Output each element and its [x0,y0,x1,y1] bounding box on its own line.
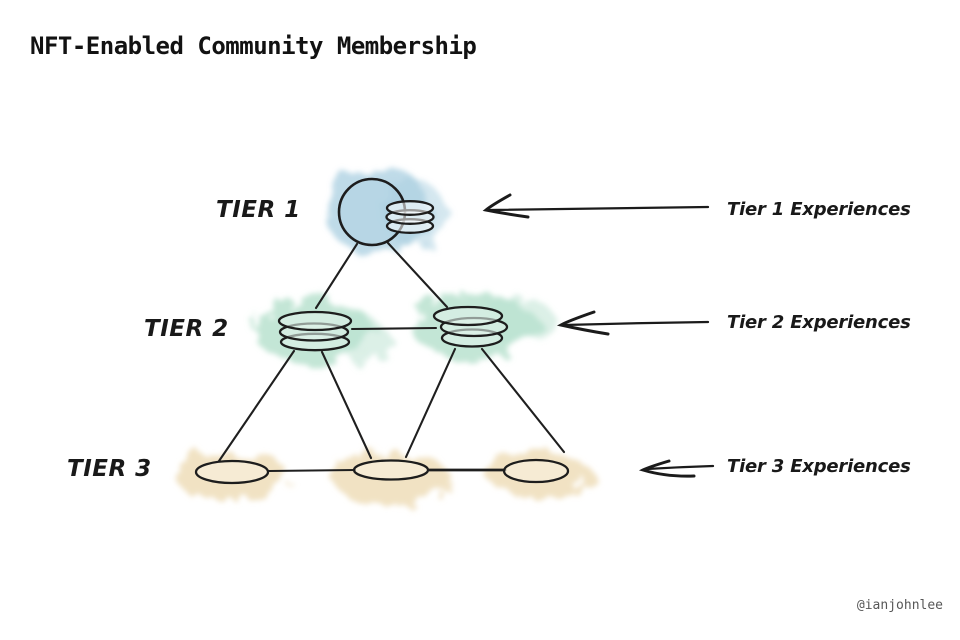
tier3-annotation-arrow [638,459,715,478]
tier1-annotation-label: Tier 1 Experiences [727,199,911,220]
author-credit: @ianjohnlee [856,598,943,613]
hierarchy-edges [217,241,566,473]
tier2-label: TIER 2 [144,316,229,342]
tier3-nodes [194,458,570,485]
tier1-label: TIER 1 [216,197,301,223]
tier3-annotation-label: Tier 3 Experiences [727,456,911,477]
tier2-right-node [432,305,509,348]
tier2-left-node [277,310,353,352]
tier1-annotation-arrow [482,193,710,219]
tier1-token-stack-icon [385,200,435,234]
tier1-node [337,177,435,247]
tier2-annotation-label: Tier 2 Experiences [727,312,911,333]
tier3-label: TIER 3 [67,456,152,482]
tier2-annotation-arrow [556,310,710,336]
page-title: NFT-Enabled Community Membership [30,32,477,60]
